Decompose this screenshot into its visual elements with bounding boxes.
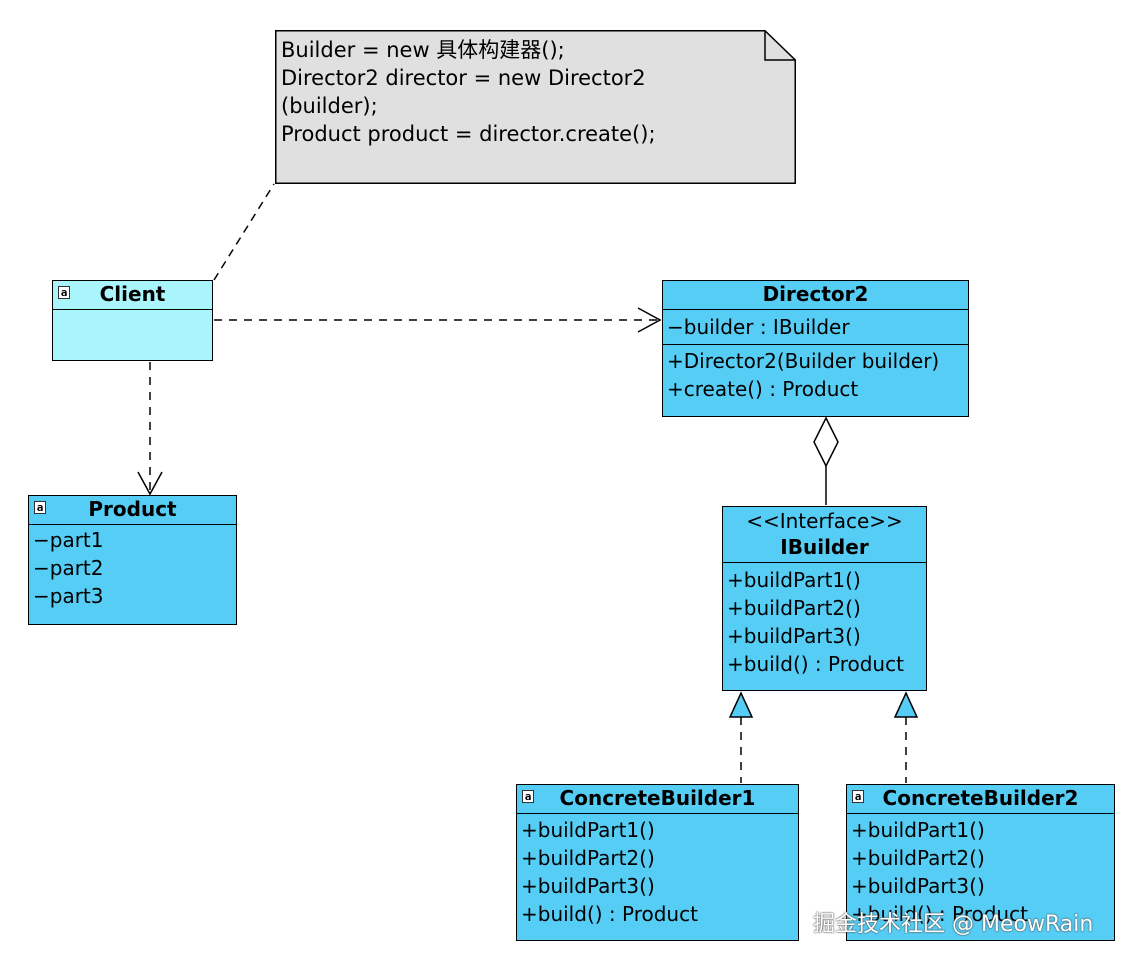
class-ibuilder[interactable]: <<Interface>> IBuilder +buildPart1() +bu… [722, 506, 927, 691]
operations-section: +buildPart1() +buildPart2() +buildPart3(… [723, 563, 926, 682]
dependency-client-director2-arrowhead [637, 307, 662, 333]
class-product[interactable]: a Product −part1 −part2 −part3 [28, 495, 237, 625]
operation: +build() : Product [851, 902, 1028, 926]
operations-section: +buildPart1() +buildPart2() +buildPart3(… [517, 814, 798, 932]
operation: +buildPart1() [521, 818, 655, 842]
operation: +Director2(Builder builder) [667, 349, 940, 373]
code-note: Builder = new 具体构建器(); Director2 directo… [275, 30, 796, 184]
class-concrete-builder1[interactable]: a ConcreteBuilder1 +buildPart1() +buildP… [516, 784, 799, 941]
note-shape [275, 30, 796, 184]
operation: +buildPart3() [851, 874, 985, 898]
class-header: a Product [29, 496, 236, 525]
class-header: Director2 [663, 281, 968, 310]
attribute: −part3 [33, 584, 104, 608]
class-name: Product [88, 497, 177, 521]
class-icon: a [34, 501, 46, 514]
class-name: Director2 [762, 282, 869, 306]
class-icon: a [522, 790, 534, 803]
attribute: −part2 [33, 556, 104, 580]
attributes-section: −part1 −part2 −part3 [29, 525, 236, 614]
note-line: Builder = new 具体构建器(); [281, 38, 565, 62]
class-header: a Client [53, 281, 212, 310]
note-line: Director2 director = new Director2 [281, 66, 646, 90]
watermark: 掘金技术社区 @ MeowRain [813, 912, 1094, 937]
note-text: Builder = new 具体构建器(); Director2 directo… [281, 36, 761, 148]
dependency-client-product-arrowhead [137, 471, 163, 496]
operation: +buildPart2() [521, 846, 655, 870]
class-name: IBuilder [780, 535, 869, 559]
class-name: Client [99, 282, 166, 306]
class-name: ConcreteBuilder2 [882, 786, 1079, 810]
aggregation-diamond [813, 416, 839, 468]
class-client[interactable]: a Client [52, 280, 213, 361]
operation: +create() : Product [667, 377, 859, 401]
operation: +buildPart1() [727, 568, 861, 592]
operations-section: +Director2(Builder builder) +create() : … [663, 345, 968, 407]
operation: +buildPart3() [521, 874, 655, 898]
realization-1-triangle [728, 691, 754, 718]
attribute: −builder : IBuilder [667, 315, 850, 339]
note-link-line [213, 183, 275, 281]
operation: +build() : Product [521, 902, 698, 926]
class-icon: a [58, 286, 70, 299]
class-name: ConcreteBuilder1 [559, 786, 756, 810]
stereotype: <<Interface>> [746, 509, 903, 533]
attribute: −part1 [33, 528, 104, 552]
note-line: (builder); [281, 94, 378, 118]
operation: +buildPart1() [851, 818, 985, 842]
operation: +buildPart2() [851, 846, 985, 870]
class-header: a ConcreteBuilder2 [847, 785, 1114, 814]
class-icon: a [852, 790, 864, 803]
realization-2-triangle [893, 691, 919, 718]
class-concrete-builder2[interactable]: a ConcreteBuilder2 +buildPart1() +buildP… [846, 784, 1115, 941]
operations-section: +buildPart1() +buildPart2() +buildPart3(… [847, 814, 1114, 932]
attributes-section: −builder : IBuilder [663, 310, 968, 345]
class-header: a ConcreteBuilder1 [517, 785, 798, 814]
note-line: Product product = director.create(); [281, 122, 656, 146]
operation: +buildPart3() [727, 624, 861, 648]
class-header: <<Interface>> IBuilder [723, 507, 926, 563]
operation: +buildPart2() [727, 596, 861, 620]
class-director2[interactable]: Director2 −builder : IBuilder +Director2… [662, 280, 969, 417]
operation: +build() : Product [727, 652, 904, 676]
